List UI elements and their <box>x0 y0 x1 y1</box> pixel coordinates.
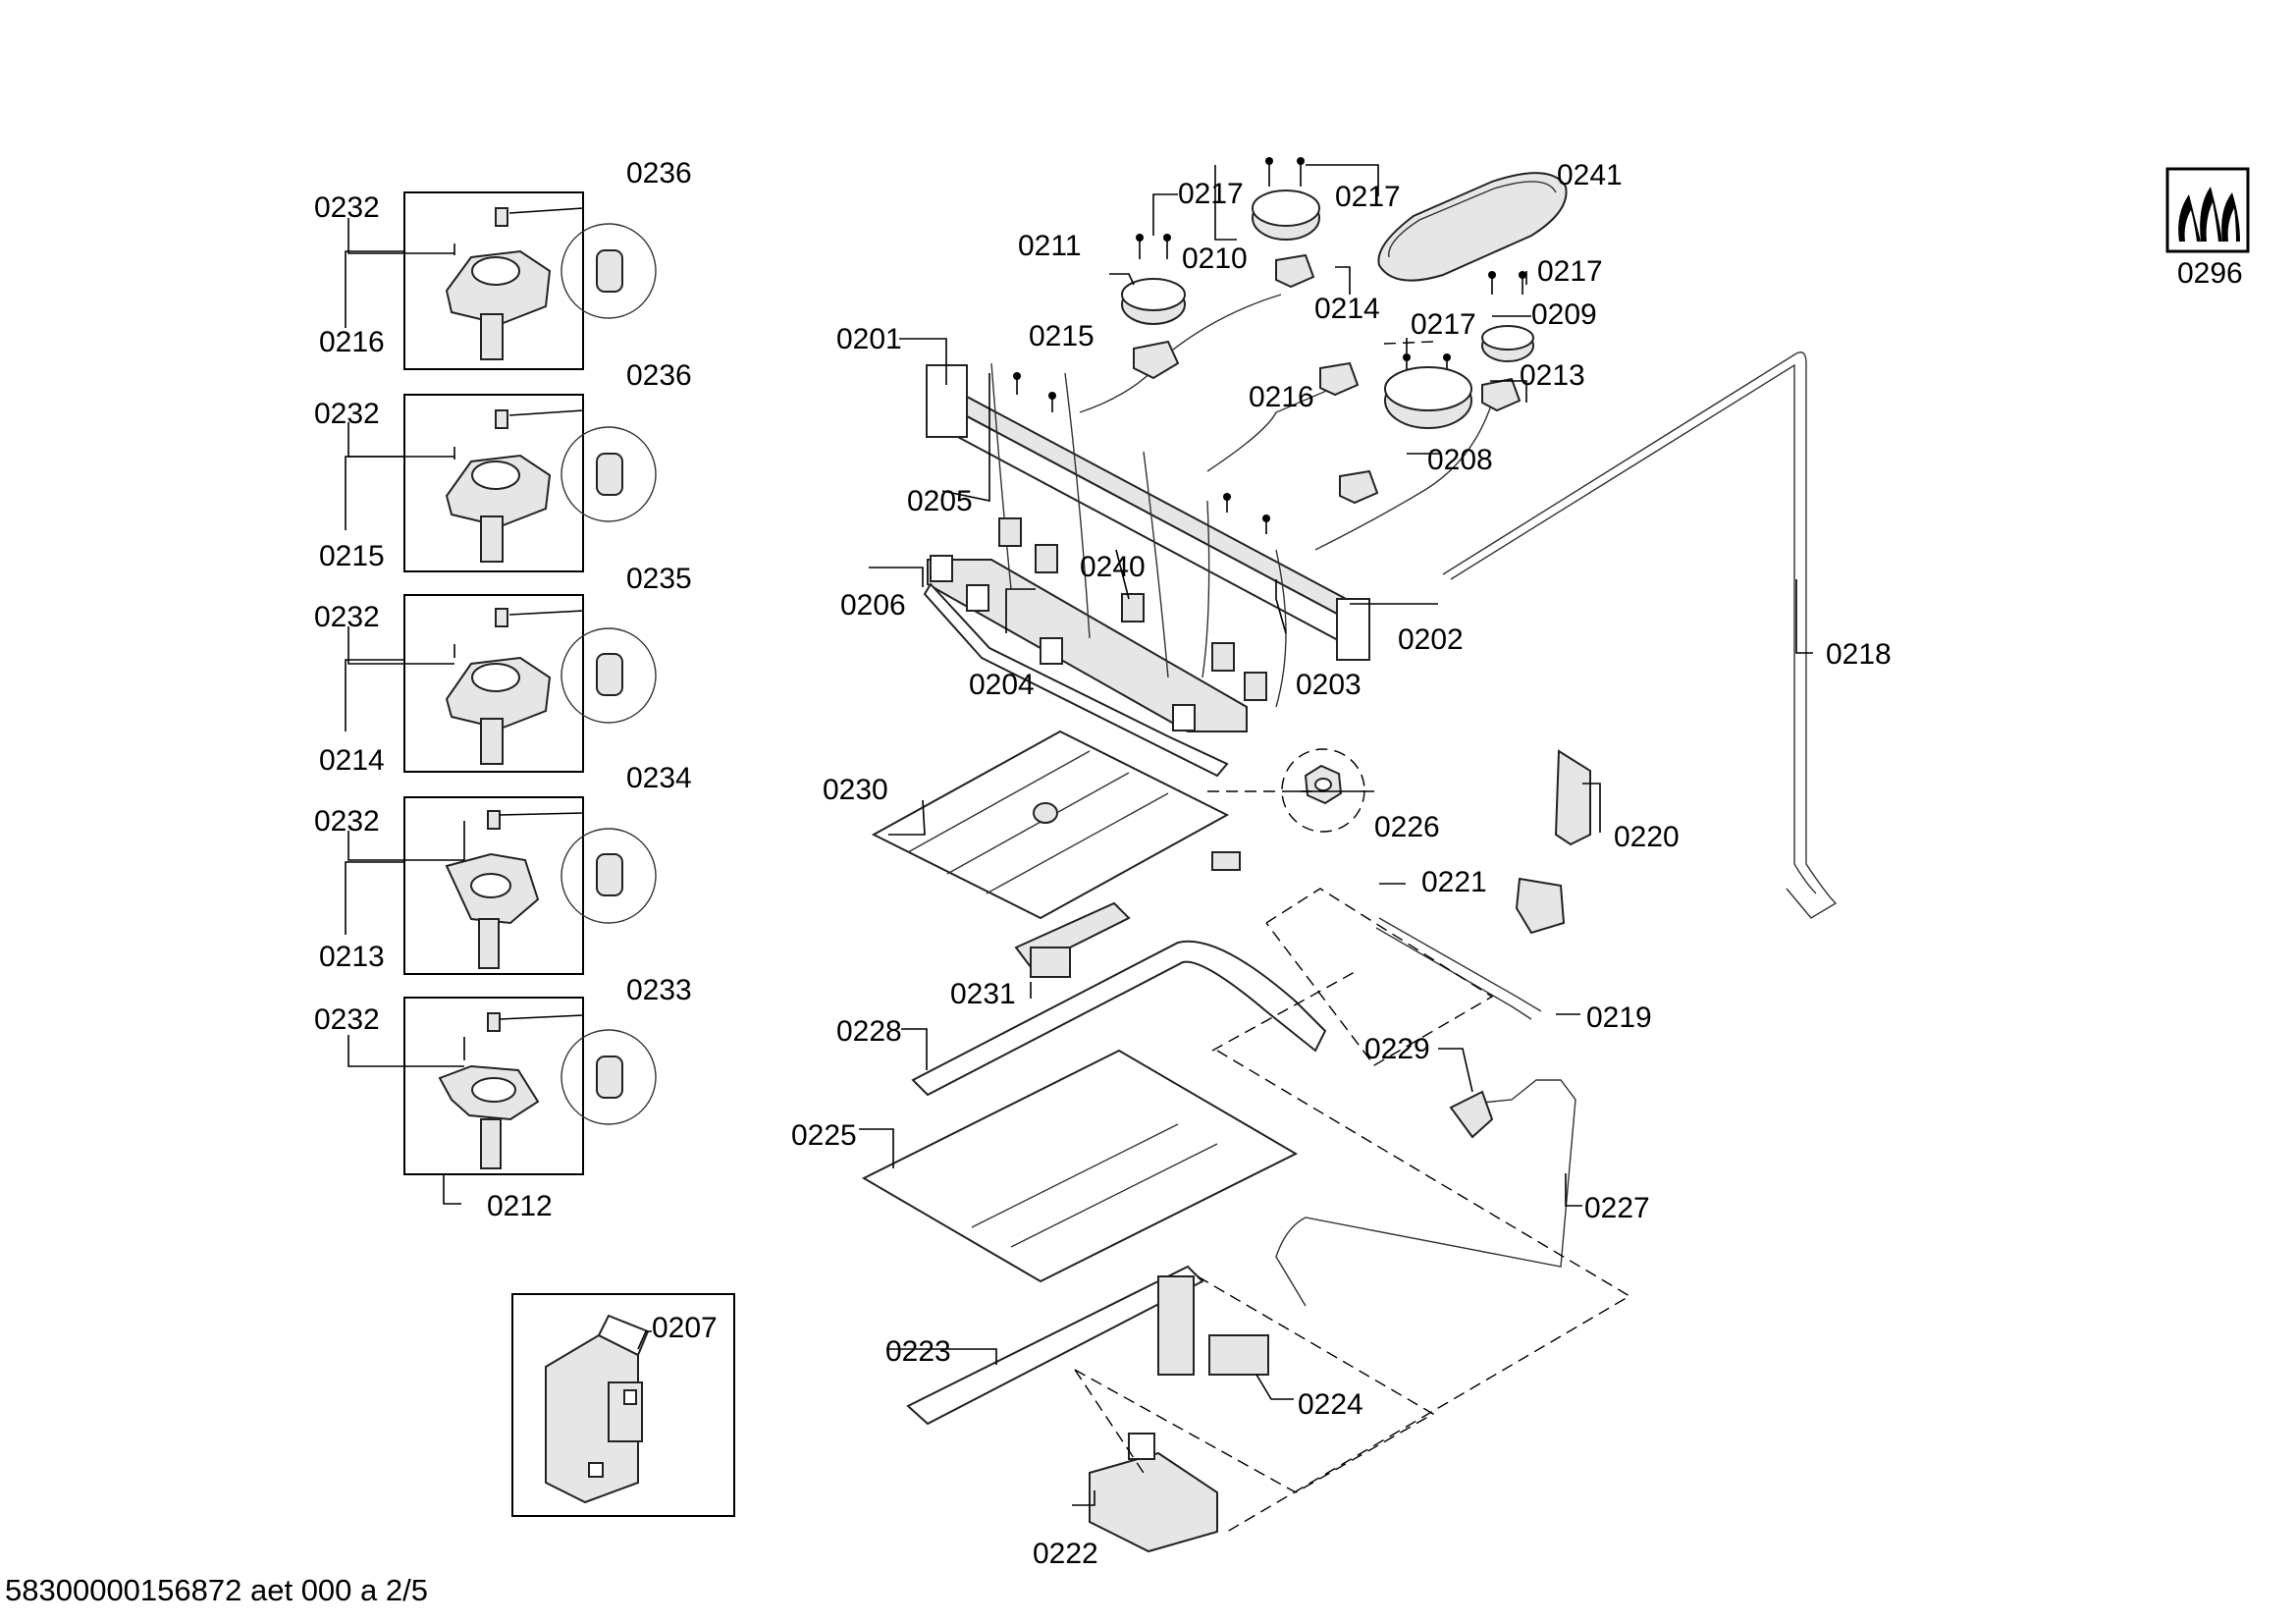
label-0235[interactable]: 0235 <box>626 563 692 595</box>
label-0213-b[interactable]: 0213 <box>1520 359 1585 392</box>
label-0224[interactable]: 0224 <box>1298 1388 1363 1421</box>
valve-detail-panel-5 <box>403 997 657 1175</box>
valve-detail-panel-4 <box>403 796 657 975</box>
assembly-guide-lines <box>1074 341 1631 1533</box>
label-0234[interactable]: 0234 <box>626 762 692 794</box>
center-leader-lines <box>859 164 1813 1506</box>
label-0217-c[interactable]: 0217 <box>1537 255 1603 288</box>
burner-assembly-upper <box>923 157 1568 778</box>
label-0222[interactable]: 0222 <box>1033 1538 1098 1570</box>
valve-detail-panel-2 <box>403 394 657 572</box>
label-0296[interactable]: 0296 <box>2177 257 2243 290</box>
label-0240[interactable]: 0240 <box>1080 551 1146 583</box>
label-0226[interactable]: 0226 <box>1374 811 1440 843</box>
label-0215-a[interactable]: 0215 <box>319 540 385 572</box>
label-0228[interactable]: 0228 <box>836 1015 902 1048</box>
label-0209[interactable]: 0209 <box>1531 298 1597 331</box>
label-0208[interactable]: 0208 <box>1427 444 1493 476</box>
label-0204[interactable]: 0204 <box>969 669 1035 701</box>
label-0210[interactable]: 0210 <box>1182 243 1248 275</box>
label-0218[interactable]: 0218 <box>1826 638 1892 671</box>
label-0232-a[interactable]: 0232 <box>314 191 380 224</box>
label-0232-d[interactable]: 0232 <box>314 805 380 838</box>
burner-assembly-lower <box>861 730 1591 1553</box>
label-0212[interactable]: 0212 <box>487 1190 553 1222</box>
gas-pipe-0218 <box>1442 352 1838 919</box>
cover-0241 <box>1377 172 1568 282</box>
label-0203[interactable]: 0203 <box>1296 669 1362 701</box>
label-0236-a[interactable]: 0236 <box>626 157 692 189</box>
label-0216-a[interactable]: 0216 <box>319 326 385 358</box>
document-footer-id: 58300000156872 aet 000 a 2/5 <box>5 1573 428 1607</box>
label-0201[interactable]: 0201 <box>836 323 902 355</box>
label-0231[interactable]: 0231 <box>950 978 1016 1010</box>
valve-detail-panel-1 <box>403 191 657 370</box>
label-0225[interactable]: 0225 <box>791 1119 857 1152</box>
label-0217-d[interactable]: 0217 <box>1411 308 1476 341</box>
label-0233[interactable]: 0233 <box>626 974 692 1006</box>
label-0213-a[interactable]: 0213 <box>319 941 385 973</box>
label-0216-b[interactable]: 0216 <box>1249 381 1314 413</box>
valve-detail-panel-3 <box>403 594 657 773</box>
label-0220[interactable]: 0220 <box>1614 821 1680 853</box>
label-0241[interactable]: 0241 <box>1557 159 1623 191</box>
label-0221[interactable]: 0221 <box>1421 866 1487 898</box>
label-0232-e[interactable]: 0232 <box>314 1003 380 1036</box>
label-0214-a[interactable]: 0214 <box>319 744 385 777</box>
label-0217-b[interactable]: 0217 <box>1335 181 1401 213</box>
part-labels: 0232 0236 0216 0232 0236 0215 0232 0235 … <box>314 157 2243 1570</box>
label-0230[interactable]: 0230 <box>823 774 888 806</box>
label-0205[interactable]: 0205 <box>907 485 973 517</box>
ignition-module-box <box>511 1293 735 1517</box>
label-0211[interactable]: 0211 <box>1018 230 1082 262</box>
label-0215-b[interactable]: 0215 <box>1029 320 1095 352</box>
label-0217-a[interactable]: 0217 <box>1178 178 1244 210</box>
label-0219[interactable]: 0219 <box>1586 1001 1652 1034</box>
label-0232-c[interactable]: 0232 <box>314 601 380 633</box>
label-0236-b[interactable]: 0236 <box>626 359 692 392</box>
label-0232-b[interactable]: 0232 <box>314 398 380 430</box>
label-0207[interactable]: 0207 <box>652 1312 718 1344</box>
label-0229[interactable]: 0229 <box>1364 1033 1430 1065</box>
label-0223[interactable]: 0223 <box>885 1335 951 1368</box>
left-leader-lines <box>345 192 584 1205</box>
label-0214-b[interactable]: 0214 <box>1314 293 1380 325</box>
label-0227[interactable]: 0227 <box>1584 1192 1650 1224</box>
label-0202[interactable]: 0202 <box>1398 623 1464 656</box>
label-0206[interactable]: 0206 <box>840 589 906 622</box>
flame-symbol-icon <box>2165 167 2250 253</box>
